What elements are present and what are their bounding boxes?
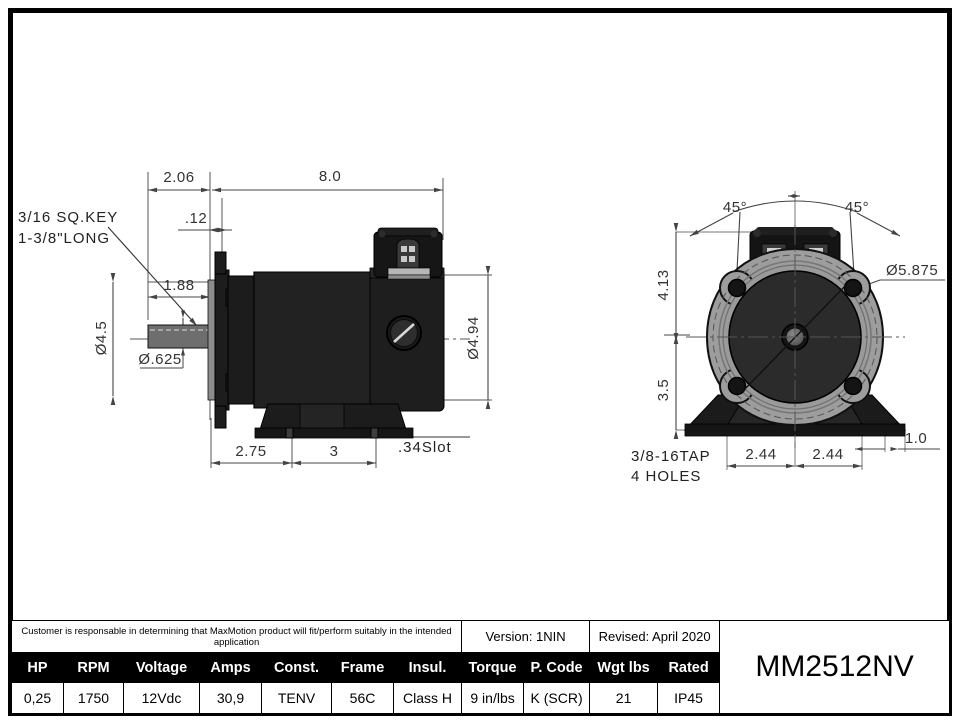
dim-3: 3 [292, 443, 376, 466]
dim-2-44-left: 2.44 [727, 446, 795, 469]
note-sq-key: 3/16 SQ.KEY 1-3/8"LONG [18, 209, 198, 327]
angle-right-label: 45° [845, 199, 869, 216]
value-hp: 0,25 [11, 682, 64, 714]
value-amps: 30,9 [199, 682, 262, 714]
note-sq-key-line1: 3/16 SQ.KEY [18, 209, 118, 226]
dim-8-0: 8.0 [212, 168, 443, 193]
col-header-rated: Rated [657, 652, 721, 683]
title-block: Customer is responsable in determining t… [10, 620, 951, 714]
dim-2-75: 2.75 [211, 443, 292, 466]
dim-4-13-label: 4.13 [655, 269, 672, 300]
revised-cell: Revised: April 2020 [589, 620, 721, 653]
title-block-info-row: Customer is responsable in determining t… [10, 620, 951, 714]
dim-3-5-label: 3.5 [655, 379, 672, 401]
col-header-amps: Amps [199, 652, 262, 683]
value-torque: 9 in/lbs [461, 682, 525, 714]
dim-4-13: 4.13 [655, 223, 690, 344]
dim-dia-4-94: Ø4.94 [465, 266, 491, 409]
value-rated: IP45 [657, 682, 721, 714]
dim-1-88-label: 1.88 [163, 277, 194, 294]
col-header-insul: Insul. [392, 652, 463, 683]
note-tap-line1: 3/8-16TAP [631, 448, 711, 465]
value-insul: Class H [392, 682, 463, 714]
dim-dia-5-875: Ø5.875 [857, 262, 945, 289]
col-header-pcode: P. Code [523, 652, 591, 683]
dim-dia-4-94-label: Ø4.94 [465, 316, 482, 359]
dim-3-label: 3 [330, 443, 339, 460]
note-tap-line2: 4 HOLES [631, 468, 701, 485]
motor-barrel [227, 271, 385, 409]
side-view: 2.06 8.0 .12 1.88 Ø4.5 [18, 168, 492, 468]
dim-2-75-label: 2.75 [235, 443, 266, 460]
note-slot-label: .34Slot [398, 439, 452, 456]
dim-0-12-label: .12 [185, 210, 207, 227]
dim-8-0-label: 8.0 [319, 168, 341, 185]
motor-flange-plate [207, 279, 216, 401]
angle-left-label: 45° [723, 199, 747, 216]
spec-value-row: 0,25 1750 12Vdc 30,9 TENV 56C Class H 9 … [11, 682, 950, 714]
model-number-cell: MM2512NV [719, 620, 951, 714]
dim-2-44-right-label: 2.44 [812, 446, 843, 463]
col-header-const: Const. [261, 652, 332, 683]
value-pcode: K (SCR) [523, 682, 591, 714]
sheet-border [8, 8, 952, 716]
col-header-rpm: RPM [63, 652, 124, 683]
dim-2-44-left-label: 2.44 [745, 446, 776, 463]
value-frame: 56C [331, 682, 394, 714]
dim-1-0: 1.0 [855, 430, 940, 451]
note-tap-holes: 3/8-16TAP 4 HOLES [631, 404, 731, 485]
col-header-voltage: Voltage [123, 652, 200, 683]
disclaimer-cell: Customer is responsable in determining t… [10, 620, 463, 653]
col-header-torque: Torque [461, 652, 525, 683]
dim-dia-4-5: Ø4.5 [93, 273, 116, 405]
terminal-box [373, 227, 443, 280]
value-rpm: 1750 [63, 682, 124, 714]
dim-1-88: 1.88 [148, 277, 210, 300]
dim-2-06: 2.06 [148, 169, 210, 193]
value-wgt: 21 [589, 682, 659, 714]
col-header-hp: HP [11, 652, 64, 683]
dim-dia-5-875-label: Ø5.875 [886, 262, 938, 279]
dim-0-12: .12 [178, 210, 232, 233]
dim-2-06-label: 2.06 [163, 169, 194, 186]
dim-dia-0-625-label: Ø.625 [138, 351, 181, 368]
note-sq-key-line2: 1-3/8"LONG [18, 230, 110, 247]
end-view-centerlines [686, 225, 905, 448]
specification-table: Customer is responsable in determining t… [10, 620, 951, 714]
col-header-wgt: Wgt lbs [589, 652, 659, 683]
motor-feet-side [254, 403, 414, 439]
end-view: 45° 45° 4.13 3.5 Ø5.875 2. [631, 191, 945, 485]
version-cell: Version: 1NIN [461, 620, 591, 653]
value-const: TENV [261, 682, 332, 714]
dim-dia-4-5-label: Ø4.5 [93, 321, 110, 356]
col-header-frame: Frame [331, 652, 394, 683]
dim-3-5: 3.5 [655, 333, 679, 439]
motor-shaft [147, 324, 211, 349]
value-voltage: 12Vdc [123, 682, 200, 714]
dim-1-0-label: 1.0 [905, 430, 927, 447]
dim-2-44-right: 2.44 [795, 446, 862, 469]
rear-screw-plug [386, 315, 422, 351]
